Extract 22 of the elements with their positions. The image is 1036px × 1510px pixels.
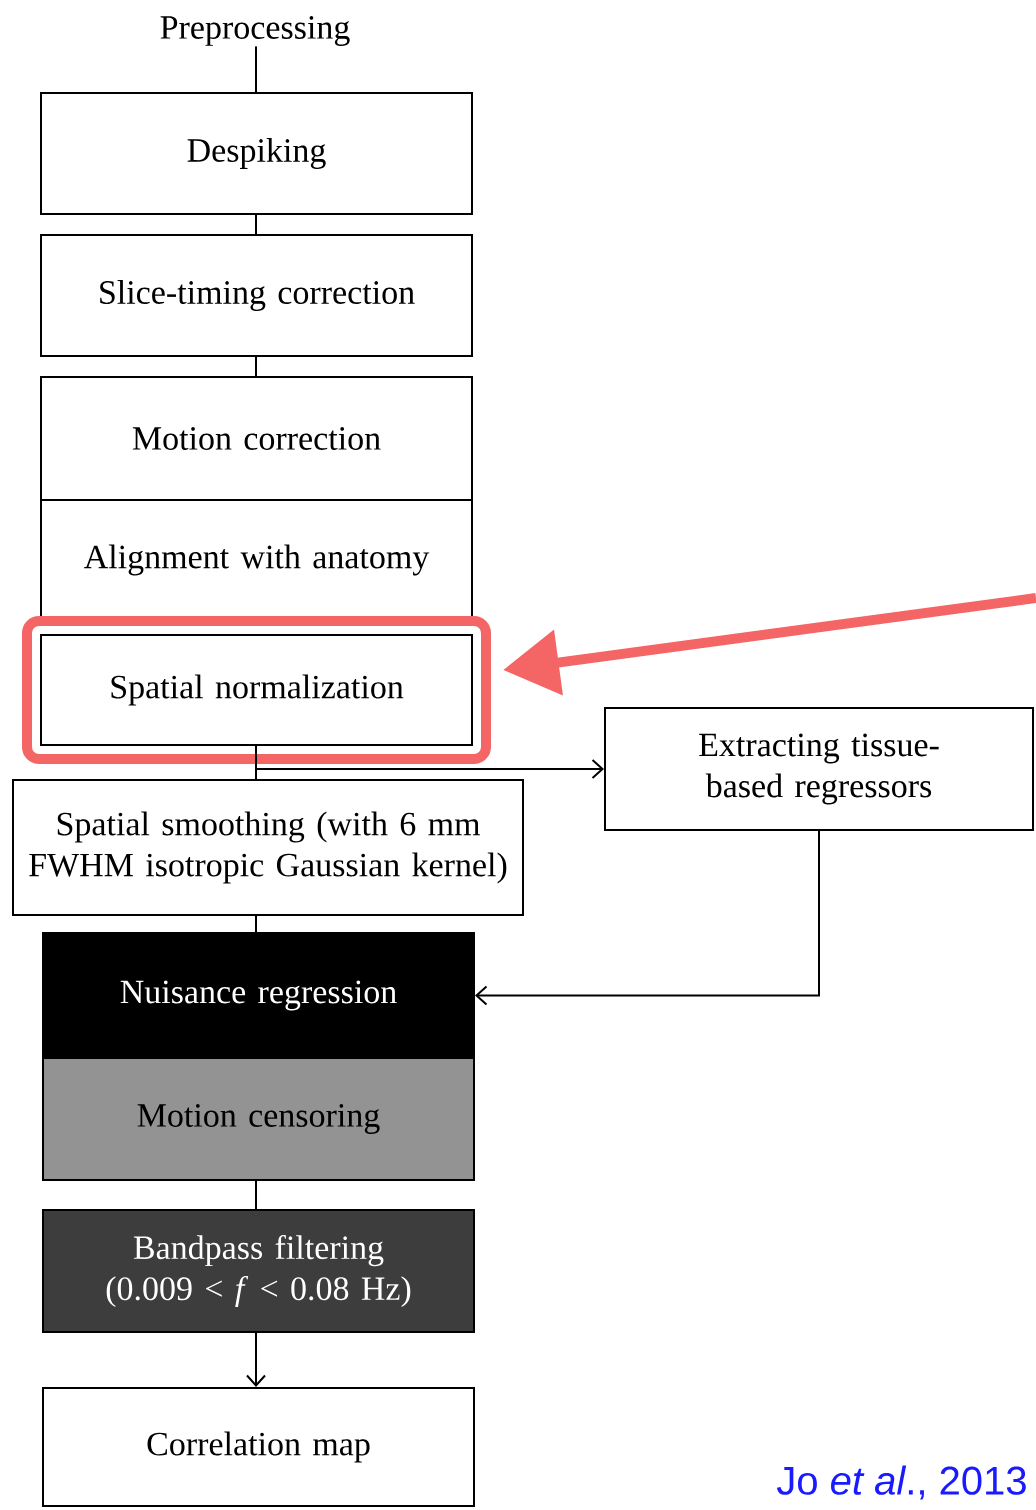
process-box: Spatial smoothing (with 6 mm FWHM isotropic Gaussian kernel) xyxy=(12,779,524,916)
process-box: Bandpass filtering (0.009 < f < 0.08 Hz) xyxy=(42,1209,475,1333)
process-box: Despiking xyxy=(40,92,473,215)
process-box: Slice-timing correction xyxy=(40,234,473,357)
citation-text: Jo et al., 2013 xyxy=(776,1465,1026,1500)
arrow xyxy=(475,830,820,1006)
process-box: Motion censoring xyxy=(42,1057,475,1181)
process-box: Extracting tissue-based regressors xyxy=(604,707,1034,831)
process-box: Nuisance regression xyxy=(42,932,475,1059)
process-box: Alignment with anatomy xyxy=(40,499,473,621)
connector-line xyxy=(255,45,257,93)
process-box: Correlation map xyxy=(42,1387,475,1507)
arrow xyxy=(246,1332,266,1387)
connector-line xyxy=(255,356,257,377)
process-box: Motion correction xyxy=(40,376,473,501)
highlight-frame xyxy=(22,616,491,764)
heading-text: Preprocessing xyxy=(160,16,350,46)
arrow xyxy=(255,745,604,779)
connector-line xyxy=(255,1180,257,1210)
connector-line xyxy=(255,214,257,235)
connector-line xyxy=(255,915,257,933)
process-box: Spatial normalization xyxy=(40,634,473,746)
